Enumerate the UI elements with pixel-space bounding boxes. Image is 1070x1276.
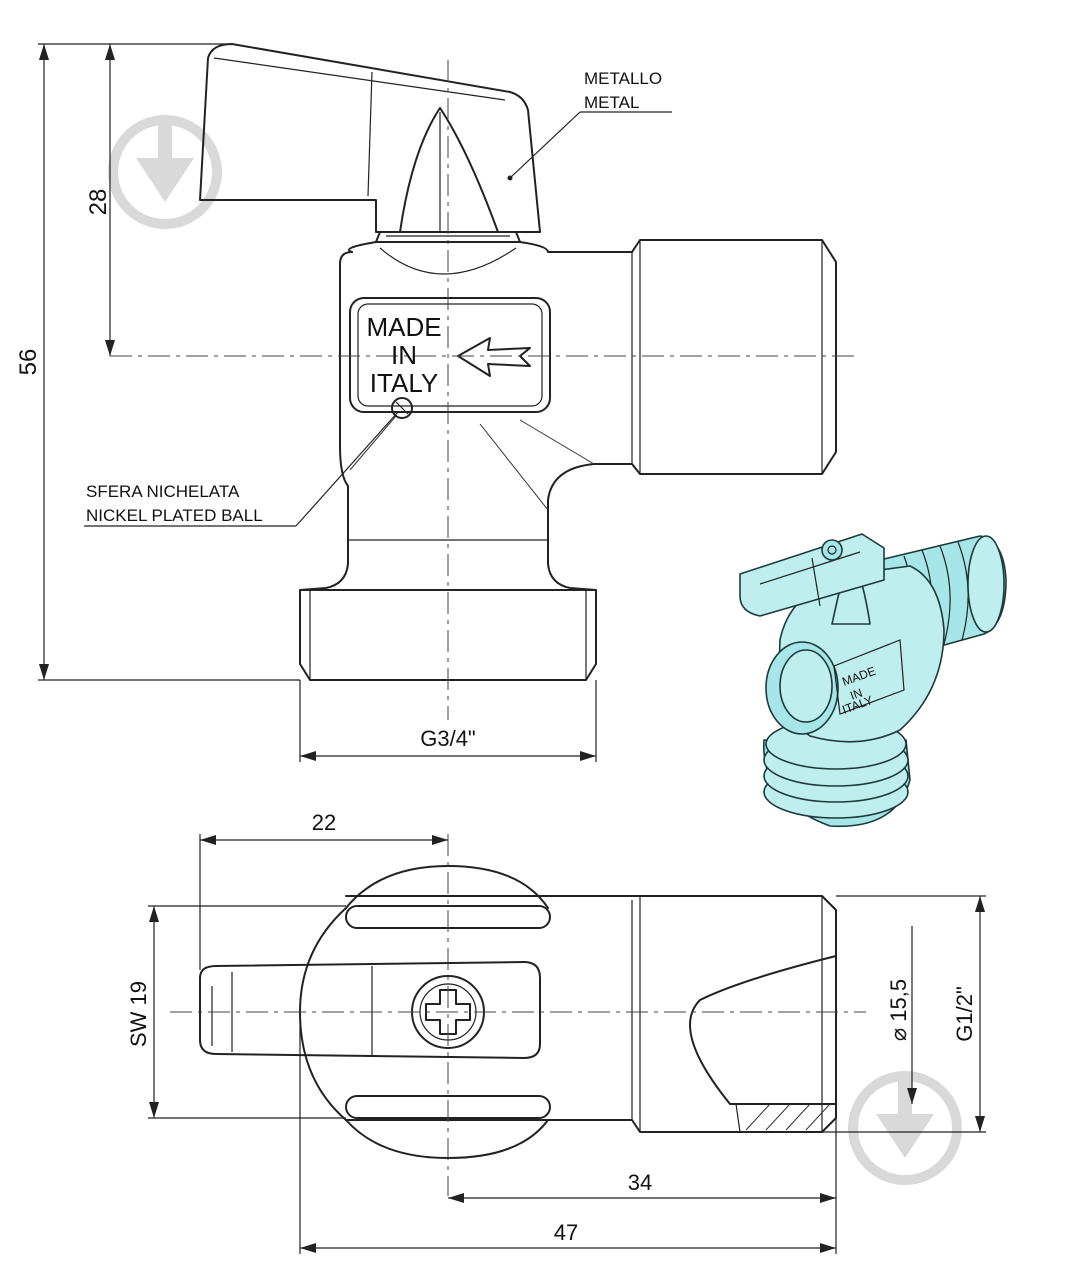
leader-ball xyxy=(84,411,399,527)
render-text-in: IN xyxy=(848,686,864,703)
dim-g12-label: G1/2" xyxy=(952,986,977,1042)
watermark-logo-bottom xyxy=(848,1071,962,1185)
label-metal: METAL xyxy=(584,93,639,112)
dim-22 xyxy=(199,834,448,970)
dim-34-label: 34 xyxy=(628,1170,652,1195)
leader-metal xyxy=(507,111,672,181)
dim-28-label: 28 xyxy=(85,189,112,216)
dim-28 xyxy=(105,44,115,356)
watermark-logo-top xyxy=(108,115,222,229)
top-view xyxy=(170,834,866,1196)
label-metallo: METALLO xyxy=(584,69,662,88)
dim-bore xyxy=(907,926,917,1104)
plate-text-italy: ITALY xyxy=(370,368,438,398)
dim-bore-label: ⌀ 15,5 xyxy=(886,979,911,1041)
front-view xyxy=(110,43,860,720)
dim-22-label: 22 xyxy=(312,810,336,835)
dim-g12 xyxy=(836,895,986,1133)
label-sfera: SFERA NICHELATA xyxy=(86,482,240,501)
dim-47 xyxy=(299,1012,836,1254)
dim-g34 xyxy=(299,680,597,762)
dim-47-label: 47 xyxy=(554,1220,578,1245)
dim-56-label: 56 xyxy=(15,349,42,376)
label-nickel: NICKEL PLATED BALL xyxy=(86,506,263,525)
plate-text-in: IN xyxy=(391,340,417,370)
dim-sw19 xyxy=(148,905,346,1119)
valve-render xyxy=(739,533,1007,828)
plate-text-made: MADE xyxy=(366,312,441,342)
dim-sw19-label: SW 19 xyxy=(126,981,151,1047)
dim-g34-label: G3/4" xyxy=(420,726,476,751)
dim-34 xyxy=(448,1132,837,1254)
dim-56 xyxy=(38,43,300,681)
